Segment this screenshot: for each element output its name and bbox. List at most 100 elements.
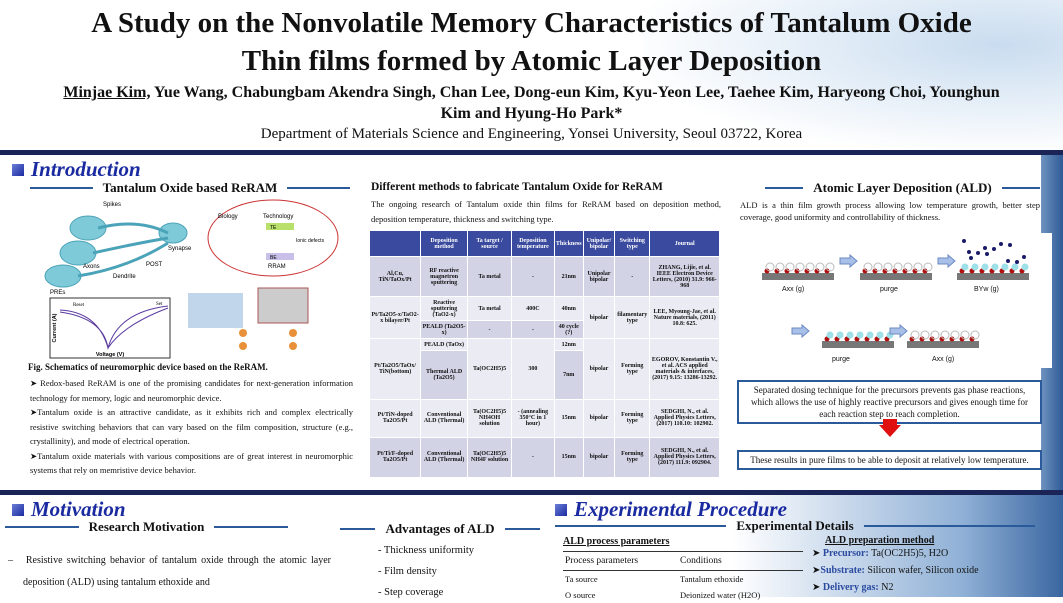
adsorbed-atom [882,268,888,274]
cell: bipolar [582,436,616,479]
ligand [863,262,873,272]
ligand [873,262,883,272]
adsorbed-atom [814,268,820,274]
label-spikes: Spikes [103,202,121,208]
arrow-right-icon [889,323,908,339]
substrate [907,341,979,348]
section-motivation: Motivation [12,497,126,522]
cell: Ta(OC2H5)5 NH4OH solution [466,398,513,438]
step-label: Axx (g) [782,286,805,293]
advantages-list: - Thickness uniformity - Film density - … [378,540,474,603]
cell: Ta(OC2H5)5 [466,338,513,400]
down-arrow-icon [879,425,901,437]
section-title: Motivation [31,497,126,521]
coauthors: Yue Wang, Chabungbam Akendra Singh, Chan… [150,84,1000,122]
ligand [883,262,893,272]
bullet-text: Tantalum oxide is an attractive candidat… [30,407,353,446]
section-introduction: Introduction [12,157,141,182]
adsorbed-atom [912,268,918,274]
ald-info-box: Separated dosing technique for the precu… [737,380,1042,424]
intro-bullets: ➤ Redox-based ReRAM is one of the promis… [30,376,353,478]
adsorbed-atom [969,336,975,342]
header-background [643,0,1063,150]
presenter: Minjae Kim, [63,84,151,101]
subsection-title: Research Motivation [88,519,205,534]
methods-intro: The ongoing research of Tantalum oxide t… [371,199,721,224]
adsorbed-atom [959,336,965,342]
list-item: ➤ Precursor: Ta(OC2H5)5, H2O [812,548,949,559]
cell: 40nm [553,296,584,322]
adsorbed-atom [862,268,868,274]
ligand [825,262,835,272]
cell: PEALD (Ta2O5-x) [420,320,468,340]
subsection-header: Atomic Layer Deposition (ALD) [765,180,1040,196]
substrate [957,273,1029,280]
ligand [903,262,913,272]
cell: - [511,436,555,479]
poster-title: A Study on the Nonvolatile Memory Charac… [0,4,1063,80]
cell: 21nm [553,256,584,298]
ligand [775,262,785,272]
adsorbed-atom [919,336,925,342]
ligand [805,262,815,272]
list-item: - Step coverage [378,587,444,598]
precursor-molecule [999,242,1003,246]
ligand [856,331,864,339]
label-rram: RRAM [268,264,286,270]
precursor-molecule [1015,260,1019,264]
methods-title: Different methods to fabricate Tantalum … [371,181,663,193]
prep-key: Precursor: [822,548,869,559]
th: Ta target / source [466,229,513,258]
cell: Ta source [565,574,598,584]
cell: Ta metal [466,296,513,322]
motivation-text: – Resistive switching behavior of tantal… [8,555,331,588]
label-pres: PREs [50,290,65,296]
subsection-header: Experimental Details [555,518,1035,534]
divider [0,490,1063,495]
bullet-square-icon [555,503,567,516]
th: Unipolar/ bipolar [582,229,616,258]
prep-key: Substrate: [820,565,865,576]
cell: PEALD (TaOx) [420,338,468,352]
list-item: - Thickness uniformity [378,545,475,556]
cell: bipolar [582,296,616,340]
precursor-molecule [1022,255,1026,259]
cell: Deionized water (H2O) [680,590,761,600]
label-synapse: Synapse [168,246,192,252]
cell: Al,Cu, TiN/TaOx/Pt [368,256,422,298]
cell: - (annealing 350°C in 1 hour) [511,398,555,438]
cell: EGOROV, Konstantin V., et al. ACS applie… [649,338,720,400]
th: Process parameters [565,556,639,566]
adsorbed-atom [949,336,955,342]
ligand [923,262,933,272]
ligand [765,262,775,272]
step-label: Axx (g) [932,356,955,363]
th: Deposition temperature [511,229,555,258]
subsection-title: Tantalum Oxide based ReRAM [102,180,278,195]
substrate [860,273,932,280]
cell: bipolar [582,338,616,400]
th: Switching type [614,229,651,258]
figure-caption: Fig. Schematics of neuromorphic device b… [28,362,268,372]
ligand [971,263,979,271]
ligand [970,330,980,340]
precursor-molecule [992,247,996,251]
ligand [910,330,920,340]
ligand [1011,263,1019,271]
precursor-molecule [983,246,987,250]
adsorbed-atom [939,336,945,342]
subsection-header: Advantages of ALD [340,521,541,537]
iv-ylabel: Current (A) [52,313,58,342]
adsorbed-atom [892,268,898,274]
ligand [1001,263,1009,271]
cell: Pt/Ta2O5-x/TaO2-x bilayer/Pt [368,296,422,340]
adsorbed-atom [909,336,915,342]
iv-plot [49,297,171,359]
cell: bipolar [582,398,616,438]
bullet: ➤Tantalum oxide is an attractive candida… [30,407,353,446]
label-axons: Axons [83,264,100,270]
bullet: ➤ Redox-based ReRAM is one of the promis… [30,378,353,403]
adsorbed-atom [922,268,928,274]
